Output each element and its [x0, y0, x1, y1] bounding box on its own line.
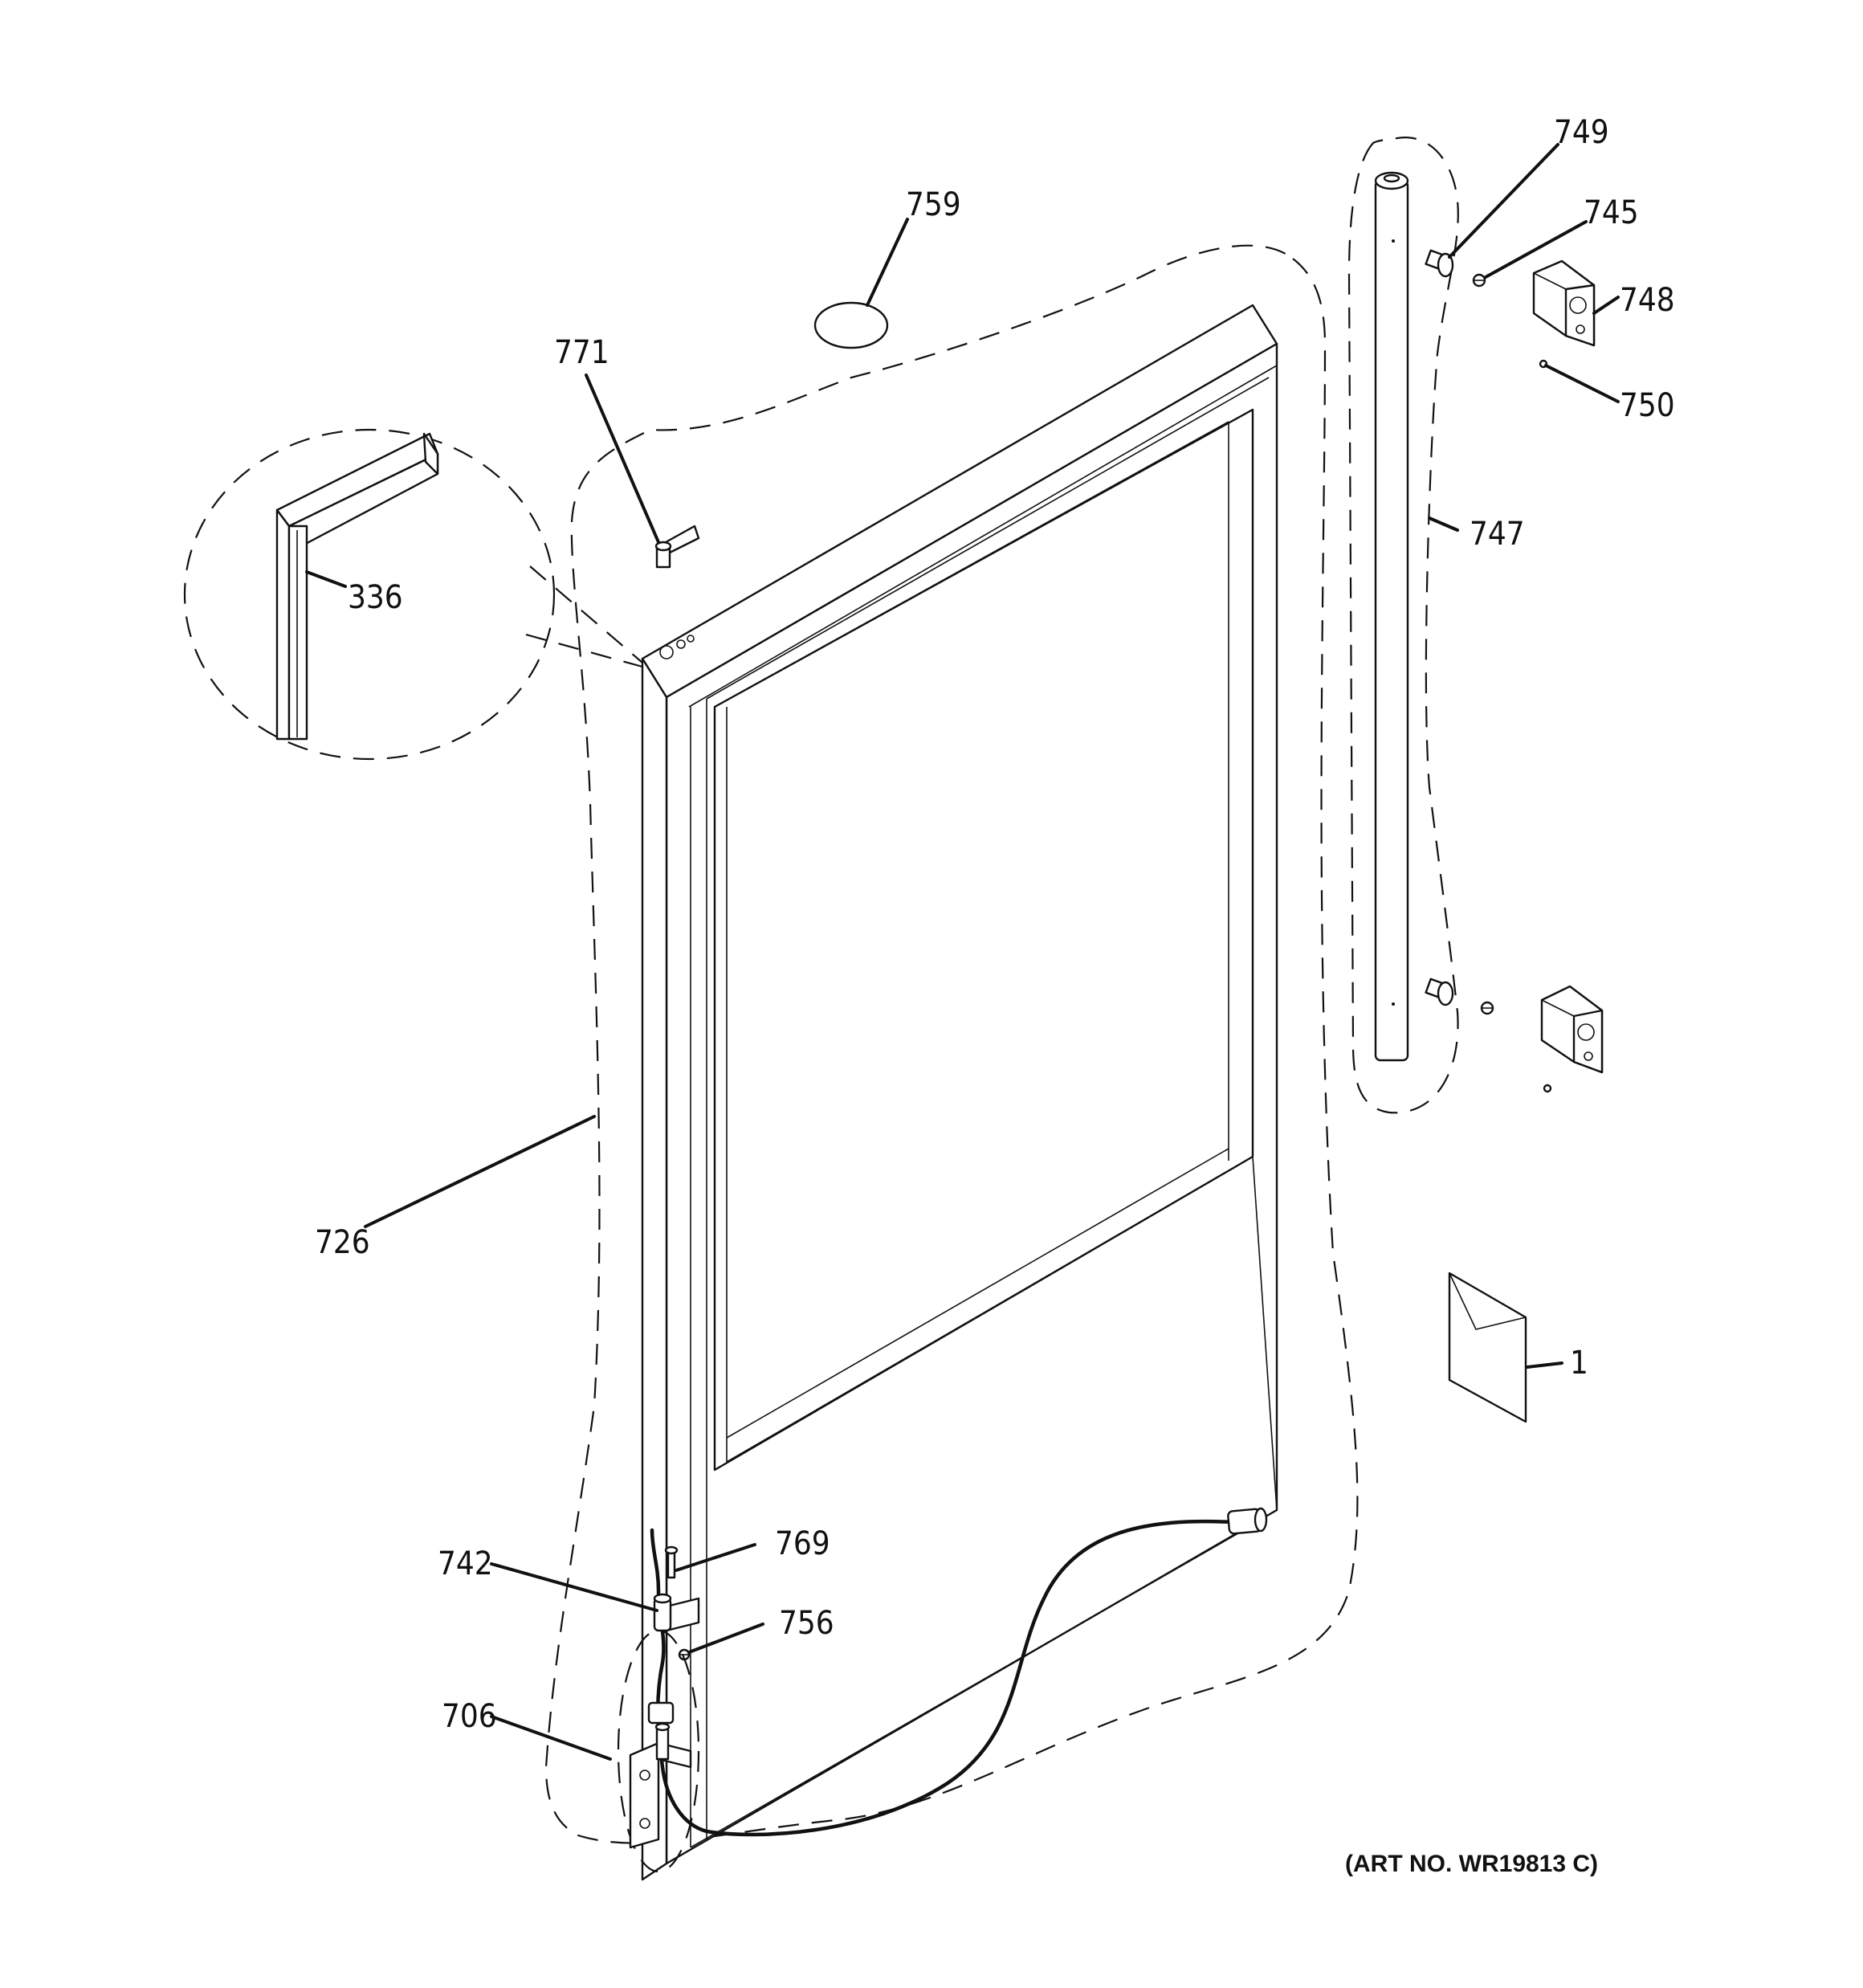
gasket-detail-circle	[183, 428, 556, 761]
callout-748: 748	[1620, 282, 1675, 319]
leader-742	[490, 1562, 658, 1612]
callout-745: 745	[1584, 194, 1639, 231]
detail-pointer-line-lower	[525, 633, 643, 668]
lower-hinge-detail	[617, 1629, 700, 1873]
callout-759: 759	[906, 186, 961, 223]
callout-750: 750	[1620, 387, 1675, 424]
plug-759	[813, 301, 889, 349]
leader-749	[1448, 143, 1559, 259]
door-assembly-boundary	[544, 244, 1359, 1844]
detail-pointer-line-upper	[529, 565, 643, 663]
callout-336: 336	[348, 579, 403, 616]
frame-hole	[676, 639, 686, 649]
callout-742: 742	[438, 1545, 493, 1582]
callout-769: 769	[775, 1525, 830, 1562]
handle-tube-747	[1374, 171, 1409, 1062]
power-cord	[650, 1519, 1235, 1837]
hinge-bracket-742	[653, 1593, 700, 1632]
leader-336	[305, 570, 347, 588]
leader-771	[585, 374, 660, 544]
callout-1: 1	[1570, 1345, 1588, 1382]
callout-726: 726	[315, 1224, 370, 1261]
callout-747: 747	[1470, 516, 1525, 553]
handle-stud-lower	[1425, 978, 1454, 1006]
leader-750	[1544, 364, 1620, 403]
screw-745	[1472, 273, 1486, 288]
hinge-pin-771	[654, 525, 700, 569]
leader-706	[490, 1715, 612, 1761]
callout-756: 756	[779, 1605, 834, 1642]
art-number: (ART NO. WR19813 C)	[1345, 1851, 1598, 1877]
leader-756	[687, 1623, 764, 1654]
leader-769	[675, 1543, 756, 1572]
leader-726	[364, 1115, 596, 1228]
door-frame	[641, 304, 1278, 1881]
frame-hole	[659, 645, 674, 659]
literature-packet-1	[1448, 1272, 1527, 1423]
screw-lower	[1480, 1001, 1494, 1015]
leader-745	[1484, 220, 1588, 279]
gasket-section-336	[275, 432, 439, 741]
lower-hinge-706	[617, 1629, 700, 1873]
callout-706: 706	[442, 1698, 497, 1735]
screw-769	[664, 1545, 679, 1579]
leader-759	[866, 218, 909, 307]
handle-parts-boundary	[1347, 137, 1459, 1114]
callout-749: 749	[1554, 114, 1609, 151]
callout-771: 771	[554, 334, 609, 371]
end-cap-lower	[1540, 985, 1604, 1074]
cord-connector	[1227, 1507, 1268, 1535]
handle-stud-749	[1425, 249, 1454, 278]
setscrew-lower	[1543, 1084, 1552, 1093]
leader-748	[1592, 296, 1620, 315]
leader-747	[1428, 516, 1459, 532]
frame-hole	[687, 635, 695, 643]
end-cap-748	[1532, 259, 1596, 347]
leader-1	[1526, 1361, 1563, 1369]
